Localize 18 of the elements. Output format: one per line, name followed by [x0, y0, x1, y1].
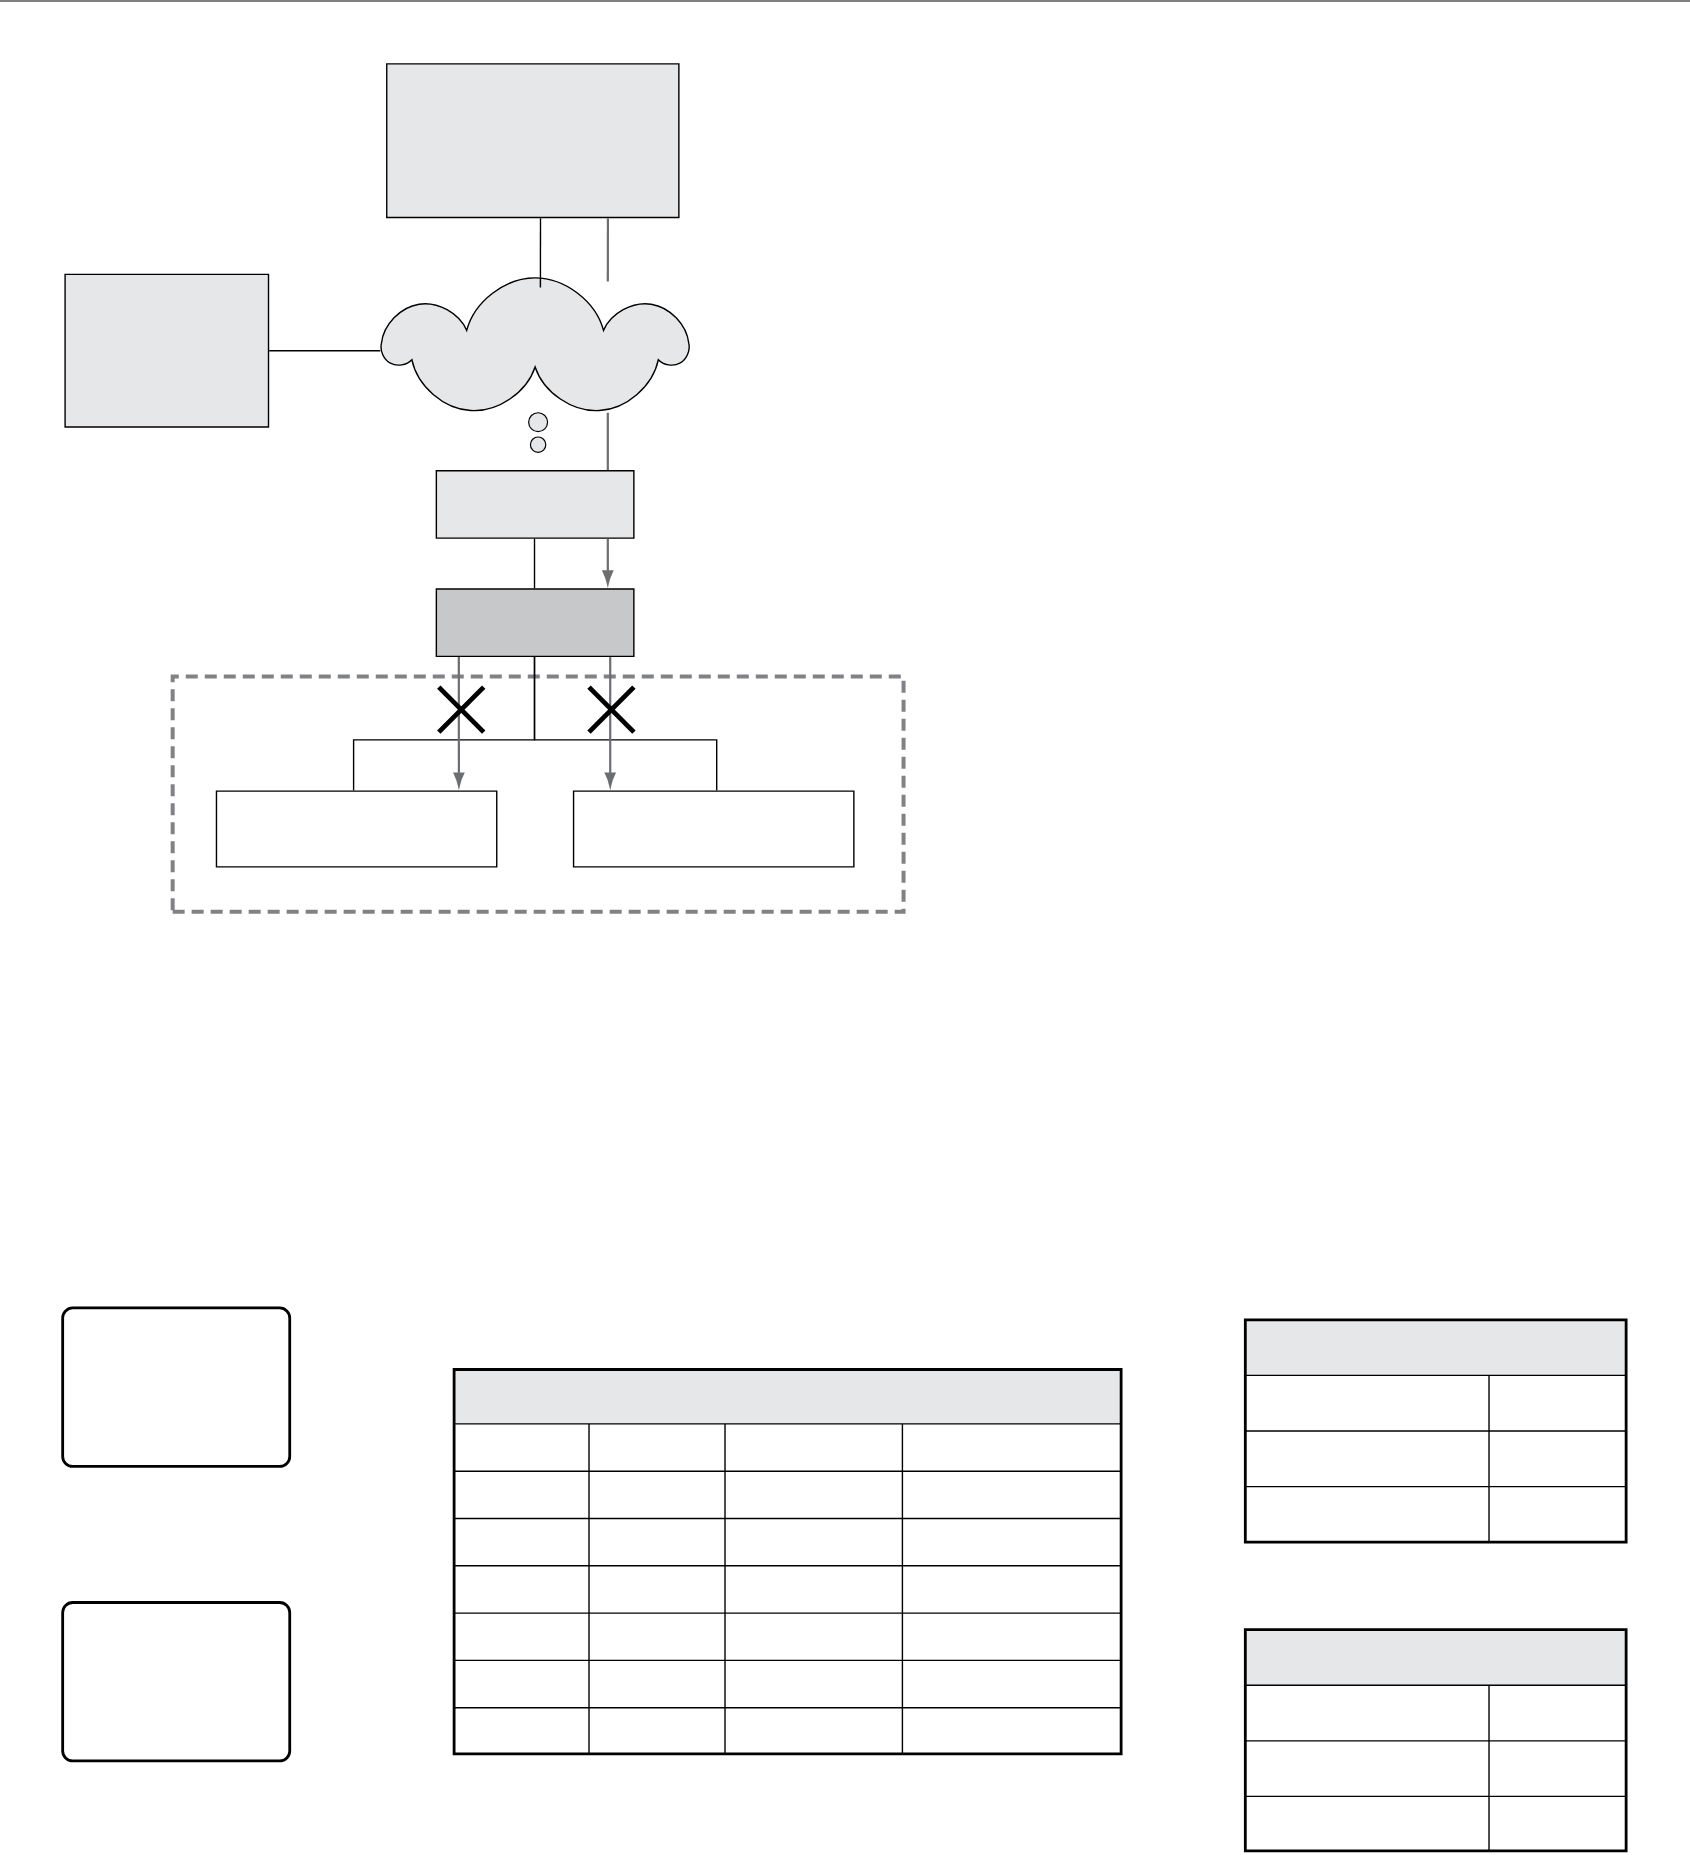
dashed-region — [170, 674, 906, 914]
device-box — [435, 588, 635, 658]
device-box — [215, 790, 498, 868]
connector — [453, 657, 465, 787]
connector — [533, 538, 536, 589]
device-box — [435, 470, 635, 539]
connector — [268, 350, 381, 352]
connector — [533, 656, 718, 792]
device-box — [572, 790, 855, 868]
connector — [539, 217, 542, 289]
connector — [606, 412, 609, 470]
rounded-box — [61, 1306, 292, 1468]
cloud — [380, 277, 690, 453]
device-box — [386, 63, 680, 219]
connector — [602, 538, 614, 585]
device-box — [64, 273, 270, 428]
connector — [604, 657, 616, 787]
rounded-box — [61, 1601, 292, 1763]
